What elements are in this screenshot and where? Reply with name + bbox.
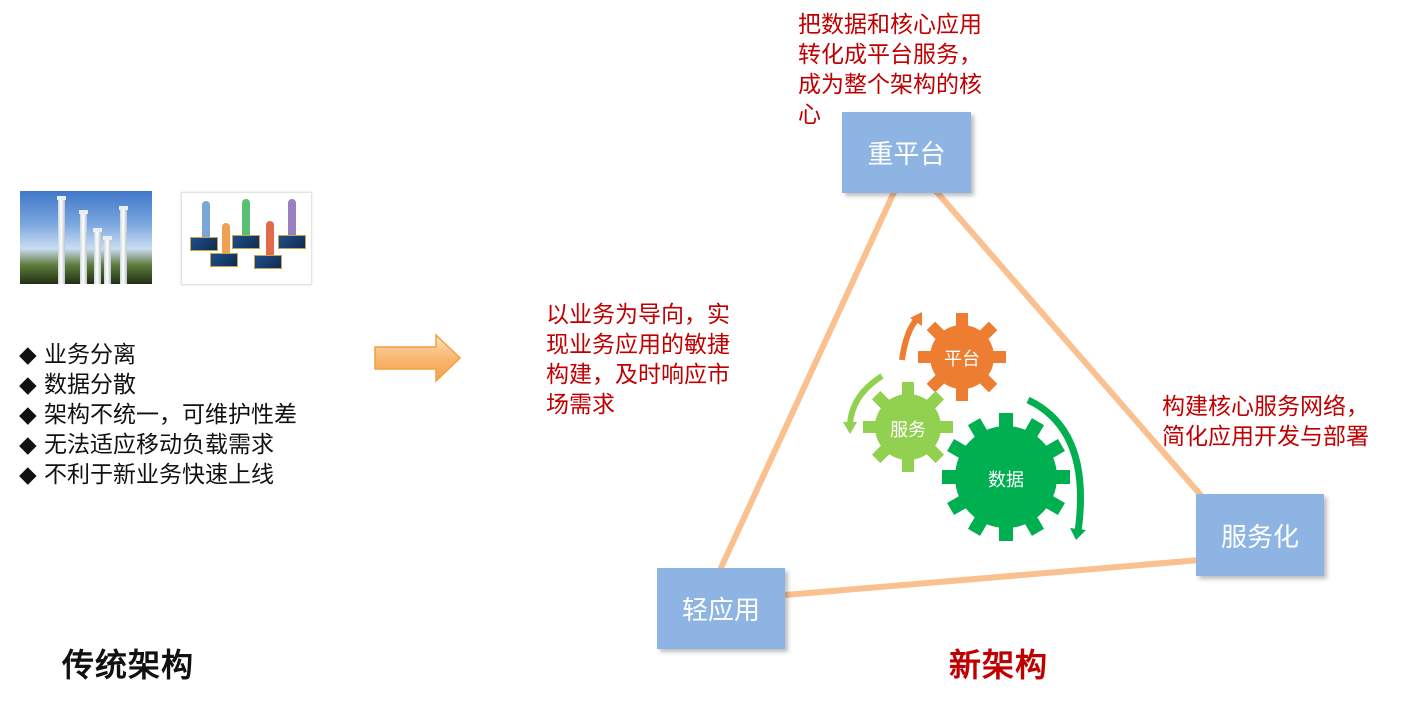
gear-label-platform: 平台 bbox=[944, 349, 980, 370]
new-architecture-title: 新架构 bbox=[949, 646, 1049, 684]
light-green-gear-icon bbox=[863, 382, 953, 472]
gear-label-data: 数据 bbox=[988, 470, 1024, 491]
rotation-arrow-light-green bbox=[847, 373, 884, 425]
rotation-arrow-orange bbox=[899, 315, 921, 361]
orange-gear-icon bbox=[918, 313, 1006, 401]
triangle-edge-bottom bbox=[784, 557, 1201, 598]
dark-green-gear-icon bbox=[942, 413, 1070, 541]
traditional-issues-list: ◆ 业务分离 ◆ 数据分散 ◆ 架构不统一，可维护性差 ◆ 无法适应移动负载需求… bbox=[19, 340, 297, 490]
triangle-edge-left bbox=[717, 188, 898, 572]
triangle-edge-right bbox=[932, 188, 1208, 502]
note-right: 构建核心服务网络， 简化应用开发与部署 bbox=[1162, 394, 1369, 450]
node-light-application: 轻应用 bbox=[657, 568, 785, 649]
list-item: ◆ 不利于新业务快速上线 bbox=[19, 462, 275, 488]
rotation-arrow-dark-green bbox=[1026, 396, 1084, 533]
list-item: ◆ 业务分离 bbox=[19, 342, 137, 368]
gears-group bbox=[843, 312, 1086, 541]
note-left: 以业务为导向，实 现业务应用的敏捷 构建，及时响应市 场需求 bbox=[546, 302, 730, 418]
gear-label-service: 服务 bbox=[890, 420, 926, 441]
traditional-architecture-title: 传统架构 bbox=[62, 646, 195, 684]
list-item: ◆ 无法适应移动负载需求 bbox=[19, 432, 275, 458]
pipes-illustration bbox=[181, 192, 312, 285]
note-top: 把数据和核心应用 转化成平台服务， 成为整个架构的核 心 bbox=[798, 12, 982, 128]
list-item: ◆ 架构不统一，可维护性差 bbox=[19, 402, 298, 428]
chimney-photo bbox=[20, 191, 152, 284]
node-heavy-platform: 重平台 bbox=[842, 112, 971, 193]
list-item: ◆ 数据分散 bbox=[19, 372, 137, 398]
right-arrow-icon bbox=[374, 333, 462, 383]
node-servitization: 服务化 bbox=[1196, 494, 1324, 576]
